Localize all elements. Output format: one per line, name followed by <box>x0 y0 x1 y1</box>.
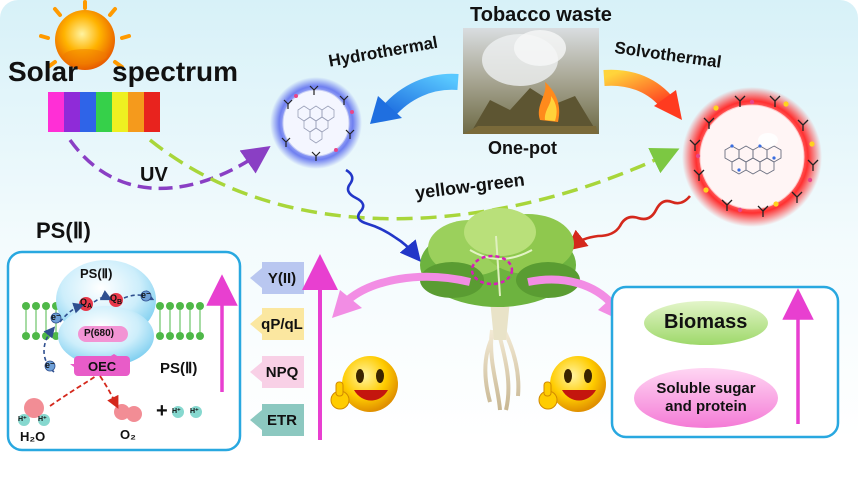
tobacco-waste-photo <box>463 28 599 134</box>
spectrum-bar <box>48 92 160 132</box>
proton-1 <box>172 406 184 418</box>
param-npq: NPQ <box>265 363 299 381</box>
water-split-arrow <box>49 375 97 407</box>
sugar-label-line1: Soluble sugar <box>656 380 756 397</box>
solar-label: Solar <box>8 56 79 87</box>
param-y-ii: Y(II) <box>267 269 297 287</box>
oec-box <box>74 356 130 376</box>
smiley-emoji-right <box>538 356 606 412</box>
electron-label-3: e⁻ <box>141 290 151 300</box>
red-wavy-arrow <box>565 195 692 251</box>
param-qp-ql: qP/qL <box>261 315 303 333</box>
qa-label: QA <box>80 297 93 310</box>
hydrothermal-arrow-body <box>381 73 459 118</box>
h-label-1: H⁺ <box>18 416 27 423</box>
uv-arrow <box>68 138 271 191</box>
sun-icon <box>39 0 131 70</box>
lettuce-plant <box>420 208 580 411</box>
qb-label: QB <box>110 293 123 306</box>
p680-label: P(680) <box>84 328 115 339</box>
p680-site <box>78 326 128 342</box>
proton-2 <box>190 406 202 418</box>
water-oxygen-atom <box>24 398 44 418</box>
spectrum-label: spectrum <box>112 56 239 87</box>
water-h-atom-1 <box>18 414 30 426</box>
one-pot-label: One-pot <box>488 138 557 158</box>
leaf-focus-circle <box>470 254 514 286</box>
ps-title: PS(Ⅱ) <box>36 218 91 243</box>
oxygen-release-arrow <box>99 375 119 409</box>
right-magenta-arrow <box>527 275 615 307</box>
solvothermal-arrow-head <box>654 90 682 120</box>
ps-side-label: PS(Ⅱ) <box>160 360 198 377</box>
h2o-label: H₂O <box>20 429 46 444</box>
biomass-ellipse <box>644 301 768 345</box>
hydrothermal-arrow-head <box>370 96 402 124</box>
uv-label: UV <box>140 164 168 186</box>
blue-wavy-arrow <box>345 168 421 262</box>
o2-label: O₂ <box>120 427 136 442</box>
title-tobacco-waste: Tobacco waste <box>470 4 612 26</box>
oec-label: OEC <box>88 359 117 374</box>
blue-carbon-dot <box>270 77 362 169</box>
water-h-atom-2 <box>38 414 50 426</box>
smiley-emoji-left <box>330 356 398 412</box>
red-carbon-dot <box>682 87 822 227</box>
yellow-green-arrow <box>148 138 680 221</box>
sugar-label-line2: and protein <box>665 398 747 415</box>
ps-inner-title: PS(Ⅱ) <box>80 266 113 281</box>
o2-atom-2 <box>126 406 142 422</box>
h-label-2: H⁺ <box>38 416 47 423</box>
proton-label-2: H⁺ <box>190 408 199 415</box>
sugar-ellipse <box>634 368 778 428</box>
left-magenta-arrow <box>345 272 471 304</box>
proton-label-1: H⁺ <box>172 408 181 415</box>
qb-site <box>109 293 123 307</box>
electron-label-2: e⁻ <box>51 312 61 322</box>
electron-label-1: e⁻ <box>45 360 55 370</box>
param-etr: ETR <box>267 411 297 429</box>
biomass-label: Biomass <box>664 311 748 333</box>
plus-sign: + <box>156 400 168 422</box>
parameter-arrows <box>250 262 304 436</box>
